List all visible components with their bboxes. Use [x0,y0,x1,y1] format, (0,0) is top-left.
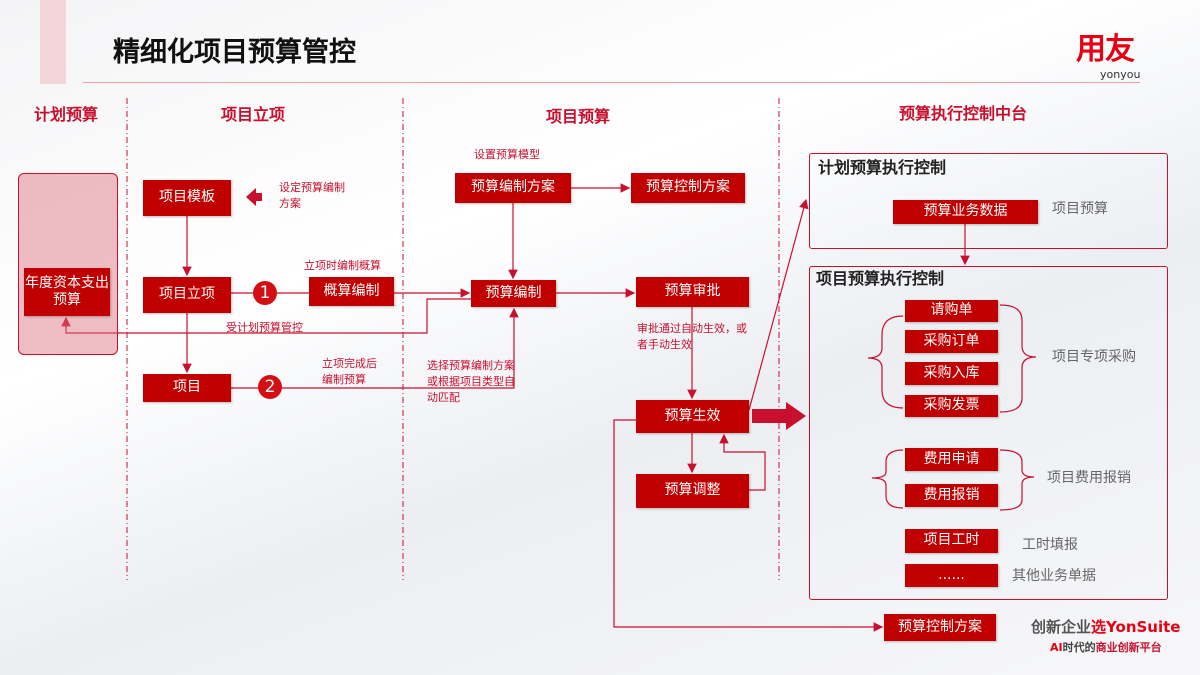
plan-exec-panel [809,153,1168,249]
slogan-line1: 创新企业选YonSuite [1031,618,1180,636]
control-scheme-box[interactable]: 预算控制方案 [884,614,996,641]
budget-review-box[interactable]: 预算审批 [636,277,749,307]
proj-exec-title: 项目预算执行控制 [816,269,945,288]
step-1-badge: 1 [253,281,277,305]
note-after-approval: 立项完成后编制预算 [322,357,377,386]
plan-exec-title: 计划预算执行控制 [818,158,947,177]
slogan-1c: YonSuite [1106,618,1181,636]
page-title: 精细化项目预算管控 [113,37,356,68]
purchase-receipt-box[interactable]: 采购入库 [905,362,998,385]
proj-budget-label: 项目预算 [1052,201,1108,217]
plan-column-panel [18,173,118,355]
note-estimate: 立项时编制概算 [304,259,381,272]
slogan-2b: 时代的 [1062,641,1096,654]
expense-request-box[interactable]: 费用申请 [905,448,998,471]
slogan-1b: 选 [1091,618,1107,636]
logo: 用友 [1076,32,1135,67]
hours-label: 工时填报 [1022,537,1078,553]
purchase-request-box[interactable]: 请购单 [905,300,998,322]
budget-scheme-box[interactable]: 预算编制方案 [455,173,571,203]
budget-biz-data-box[interactable]: 预算业务数据 [893,200,1038,224]
purchase-invoice-box[interactable]: 采购发票 [905,395,998,417]
note-set-scheme: 设定预算编制方案 [279,181,345,210]
project-template-box[interactable]: 项目模板 [143,180,231,216]
step-2-badge: 2 [258,375,282,399]
other-docs-box[interactable]: ...... [905,564,998,587]
note-set-model: 设置预算模型 [474,148,540,161]
slogan-2c: 商业创新平台 [1095,641,1162,654]
left-arrow-icon [246,188,262,206]
big-arrow-icon [752,402,806,430]
slogan-1a: 创新企业 [1031,618,1092,636]
project-box[interactable]: 项目 [143,374,231,402]
logo-sub: yonyou [1100,68,1141,81]
expense-claim-box[interactable]: 费用报销 [905,484,998,507]
title-divider [83,82,1140,83]
annual-capex-budget-box[interactable]: 年度资本支出预算 [24,268,110,316]
proj-exec-panel [809,266,1168,600]
col-header-exec: 预算执行控制中台 [898,104,1028,123]
other-label: 其他业务单据 [1012,568,1096,584]
budget-compile-box[interactable]: 预算编制 [471,280,556,307]
project-approval-box[interactable]: 项目立项 [143,277,231,313]
expense-label: 项目费用报销 [1047,470,1131,486]
col-header-budget: 项目预算 [545,107,611,126]
note-controlled: 受计划预算管控 [226,321,303,334]
note-select-scheme: 选择预算编制方案或根据项目类型自动匹配 [427,359,515,404]
col-header-setup: 项目立项 [220,105,286,124]
estimate-box[interactable]: 概算编制 [309,277,394,306]
purchase-order-box[interactable]: 采购订单 [905,330,998,353]
budget-adjust-box[interactable]: 预算调整 [636,474,749,508]
budget-effective-box[interactable]: 预算生效 [636,400,749,433]
note-auto-effect: 审批通过自动生效，或者手动生效 [637,322,747,351]
budget-control-scheme-box[interactable]: 预算控制方案 [631,173,745,203]
project-hours-box[interactable]: 项目工时 [905,529,998,553]
title-accent-bar [40,0,66,84]
slogan-2a: AI [1050,641,1063,654]
col-header-plan: 计划预算 [33,105,99,124]
slogan-line2: AI时代的商业创新平台 [1050,641,1162,655]
purchase-label: 项目专项采购 [1052,349,1136,365]
